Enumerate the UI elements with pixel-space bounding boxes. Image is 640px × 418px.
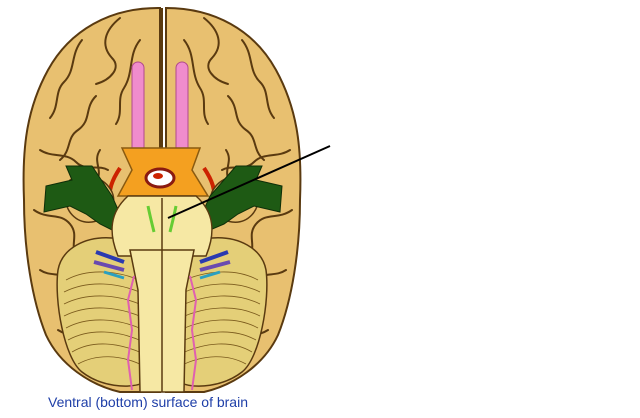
left-olfactory-tract bbox=[131, 61, 145, 159]
pontine-cranial-nerves bbox=[93, 250, 231, 280]
right-olfactory-tract bbox=[175, 61, 189, 159]
pointer-line bbox=[167, 145, 331, 219]
highlighted-tract-left bbox=[146, 205, 156, 233]
accessory-nerve-roots bbox=[126, 275, 198, 391]
figure-caption: Ventral (bottom) surface of brain bbox=[48, 394, 248, 410]
highlighted-tract-right bbox=[168, 205, 178, 233]
mammillary-body bbox=[153, 173, 163, 179]
